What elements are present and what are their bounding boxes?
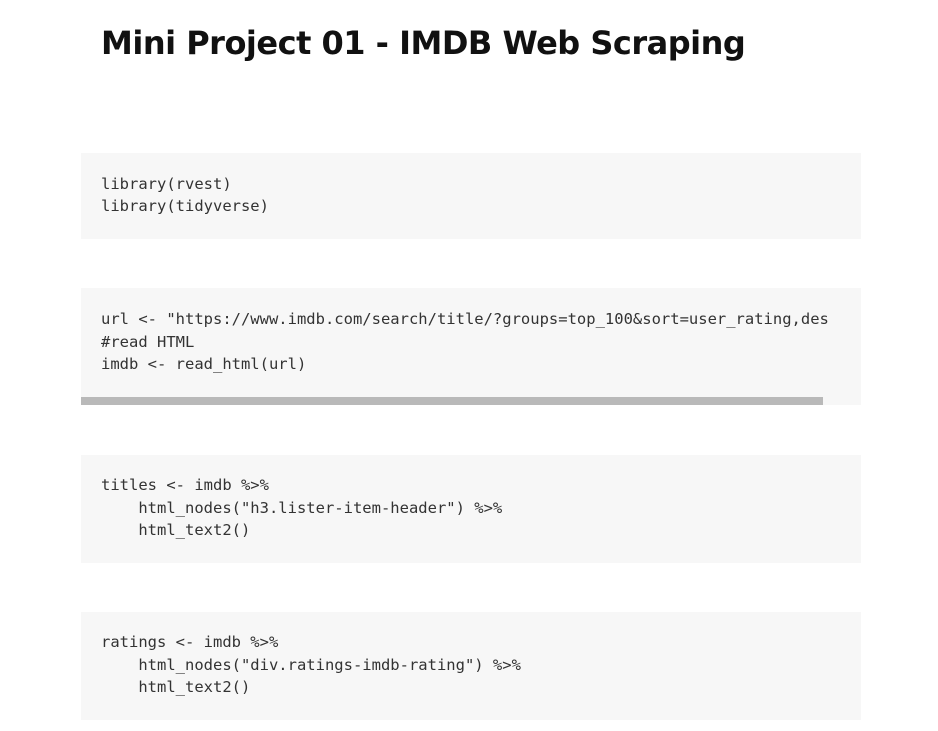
code-block-read-html: url <- "https://www.imdb.com/search/titl…	[81, 288, 861, 405]
code-text: library(rvest) library(tidyverse)	[81, 153, 861, 218]
page-title: Mini Project 01 - IMDB Web Scraping	[101, 24, 746, 62]
code-line: imdb <- read_html(url)	[101, 355, 307, 373]
code-text: titles <- imdb %>% html_nodes("h3.lister…	[81, 455, 861, 542]
code-line: html_nodes("h3.lister-item-header") %>%	[101, 498, 503, 517]
code-line: #read HTML	[101, 332, 195, 351]
code-line: ratings <- imdb %>%	[101, 633, 279, 651]
code-line: html_text2()	[101, 678, 251, 696]
code-line: url <- "https://www.imdb.com/search/titl…	[101, 310, 829, 328]
code-line: library(rvest)	[101, 174, 232, 193]
code-block-ratings: ratings <- imdb %>% html_nodes("div.rati…	[81, 612, 861, 720]
code-line: html_nodes("div.ratings-imdb-rating") %>…	[101, 655, 521, 674]
code-block-libraries: library(rvest) library(tidyverse)	[81, 153, 861, 239]
code-line: titles <- imdb %>%	[101, 476, 269, 494]
code-line: html_text2()	[101, 521, 251, 539]
scrollbar-thumb[interactable]	[81, 397, 823, 405]
code-text: ratings <- imdb %>% html_nodes("div.rati…	[81, 612, 861, 699]
code-text: url <- "https://www.imdb.com/search/titl…	[81, 288, 861, 376]
horizontal-scrollbar[interactable]	[81, 397, 861, 405]
code-line: library(tidyverse)	[101, 197, 269, 215]
code-block-titles: titles <- imdb %>% html_nodes("h3.lister…	[81, 455, 861, 563]
